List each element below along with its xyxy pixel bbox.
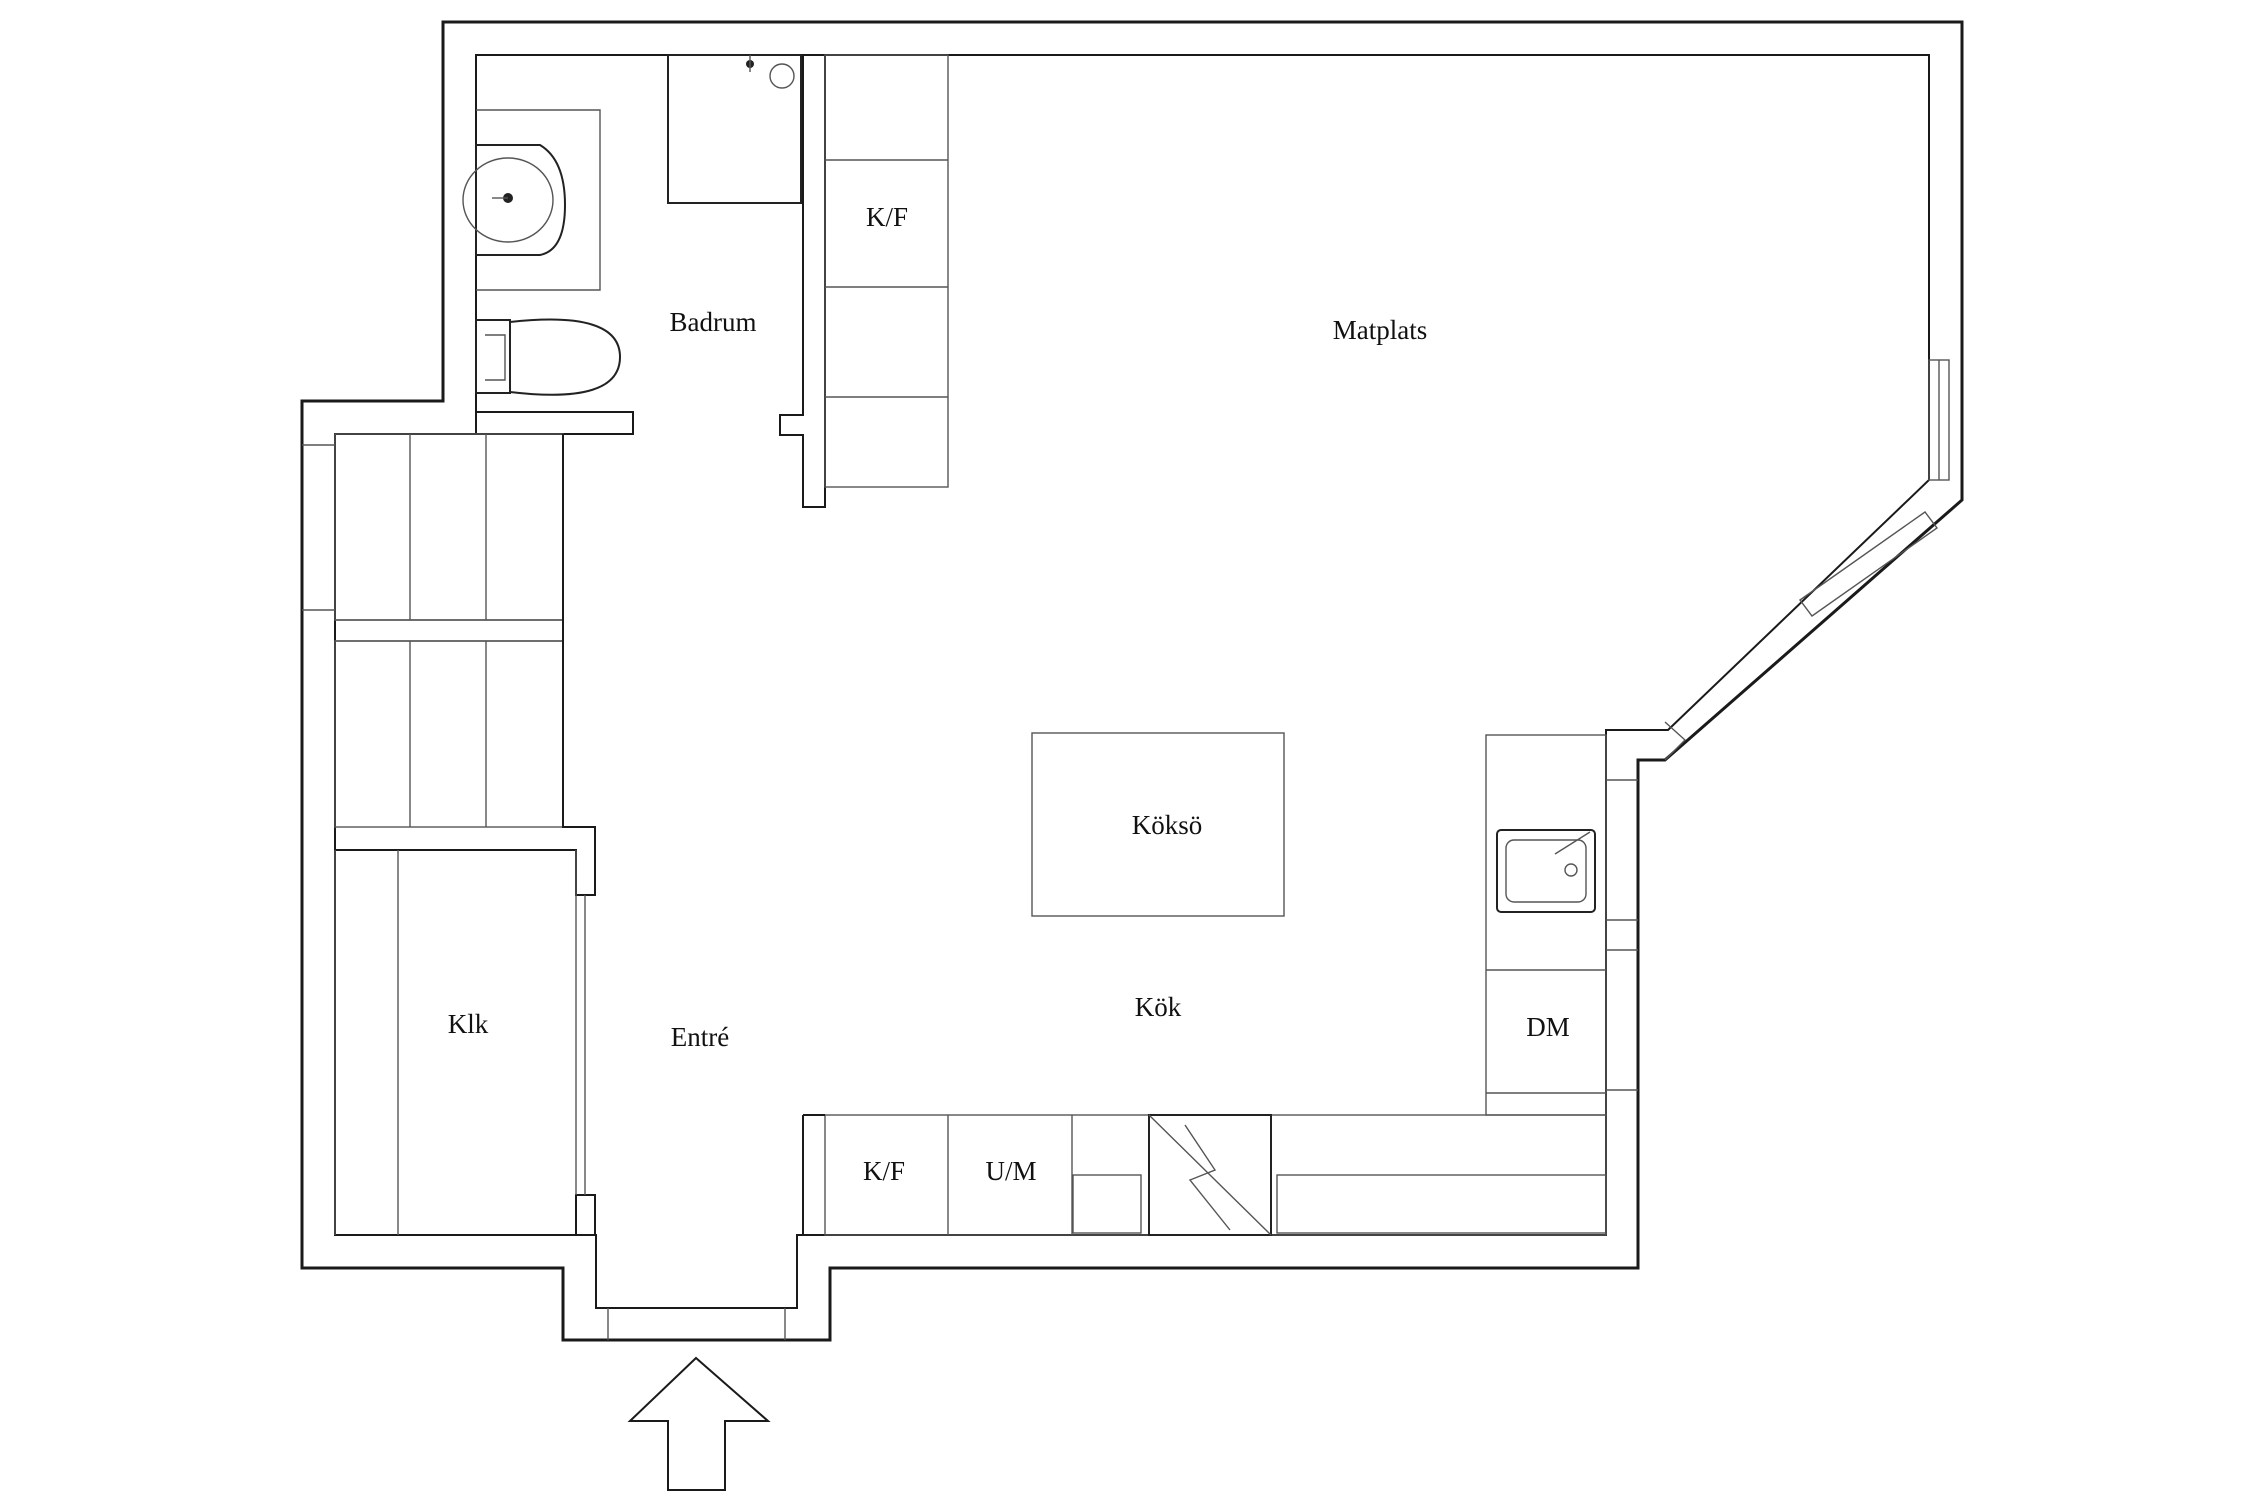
room-label-entre: Entré	[671, 1022, 729, 1052]
toilet-icon	[475, 318, 622, 396]
stove-icon	[1148, 1114, 1272, 1236]
right-counter	[1485, 734, 1638, 1116]
kitchen-sink-icon	[1496, 829, 1596, 913]
entrance-arrow-icon	[627, 1356, 771, 1491]
walk-in-closet	[334, 434, 596, 1236]
appliance-label-kf-lower: K/F	[863, 1156, 905, 1186]
room-label-matplats: Matplats	[1333, 315, 1428, 345]
windows	[1664, 359, 1950, 761]
room-label-klk: Klk	[448, 1009, 489, 1039]
left-wardrobes	[302, 433, 564, 828]
shower-icon	[667, 54, 802, 204]
entrance-door	[607, 1308, 786, 1340]
room-label-badrum: Badrum	[670, 307, 757, 337]
bathroom-walls	[475, 55, 826, 508]
room-label-koksö: Köksö	[1132, 810, 1203, 840]
wash-basin-icon	[462, 144, 567, 256]
kitchen-island	[1031, 732, 1285, 917]
upper-cabinet-column	[824, 54, 949, 488]
room-label-kok: Kök	[1135, 992, 1182, 1022]
appliance-label-um: U/M	[985, 1156, 1036, 1186]
appliance-label-kf-upper: K/F	[866, 202, 908, 232]
appliance-label-dm: DM	[1526, 1012, 1570, 1042]
